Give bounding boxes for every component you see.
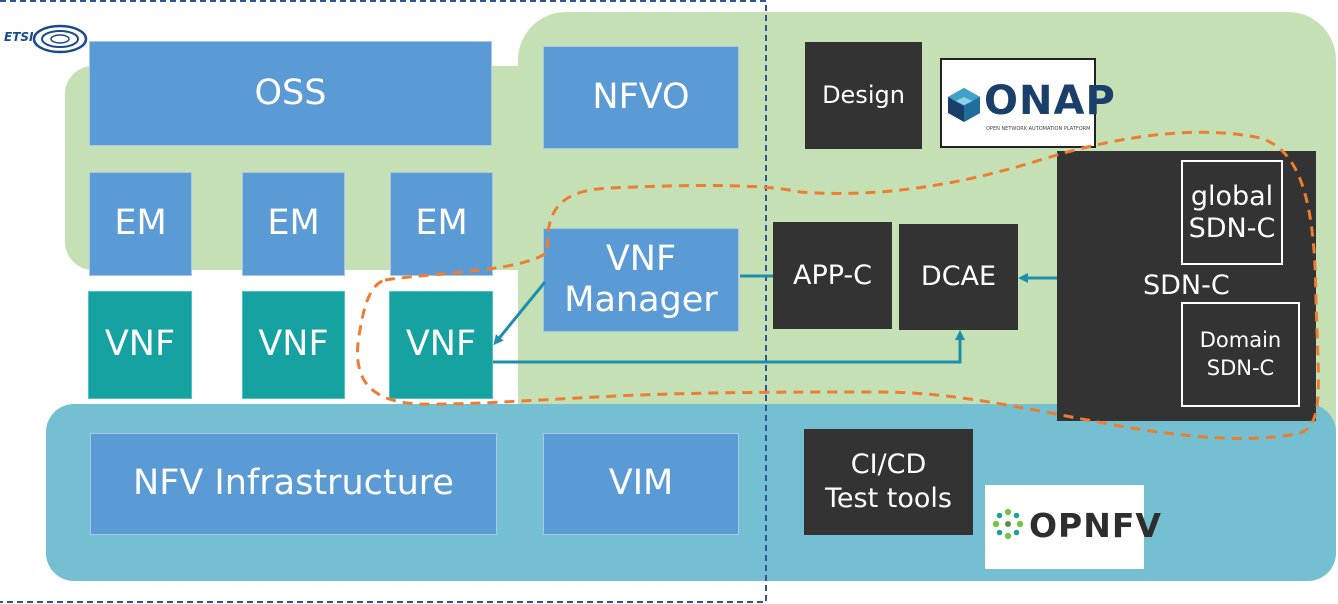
oss-label: OSS [254,72,327,113]
nfv-infrastructure-label: NFV Infrastructure [133,463,454,504]
em-label: EM [114,203,167,244]
opnfv-flower-icon [992,508,1024,540]
vnf-manager-label-line2: Manager [564,280,718,320]
app-c-box: APP-C [773,222,892,329]
oss-box: OSS [89,41,492,146]
vnf-label: VNF [405,324,477,365]
domain-sdn-c-label-line2: SDN-C [1206,355,1275,380]
etsi-dashed-border [0,0,767,603]
vim-label: VIM [608,463,674,504]
em-box-2: EM [242,172,345,276]
em-label: EM [415,203,468,244]
sdn-c-box: SDN-C global SDN-C Domain SDN-C [1057,151,1316,421]
nfvo-box: NFVO [543,46,739,149]
nfv-infrastructure-box: NFV Infrastructure [90,433,497,535]
nfvo-label: NFVO [592,76,690,117]
domain-sdn-c-box: Domain SDN-C [1181,302,1300,407]
onap-tagline: OPEN NETWORK AUTOMATION PLATFORM [986,126,1091,132]
em-box-1: EM [89,172,192,276]
dcae-label: DCAE [920,261,997,293]
onap-logo: ONAP OPEN NETWORK AUTOMATION PLATFORM [940,58,1115,148]
etsi-logo: ETSI [4,22,90,56]
sdn-c-label: SDN-C [1143,270,1230,301]
domain-sdn-c-label-line1: Domain [1199,328,1282,353]
global-sdn-c-label-line2: SDN-C [1188,212,1276,244]
opnfv-logo: OPNFV [985,485,1161,569]
dcae-box: DCAE [899,224,1018,330]
em-label: EM [267,203,320,244]
opnfv-name: OPNFV [1029,506,1162,545]
onap-scope-dashed-outline [356,130,1320,440]
onap-cube-icon [948,88,980,122]
vnf-label: VNF [258,324,329,365]
vnf-box-2: VNF [242,291,345,399]
cicd-label-line1: CI/CD [850,449,927,481]
vim-box: VIM [543,433,739,535]
global-sdn-c-label-line1: global [1190,180,1274,212]
cicd-label-line2: Test tools [825,483,952,514]
vnfm-to-vnf-arrow [493,281,547,346]
vnf-to-dcae-arrow [493,330,965,364]
cicd-box: CI/CD Test tools [804,429,973,535]
design-box: Design [805,42,922,149]
app-c-label: APP-C [792,259,873,291]
vnf-box-1: VNF [88,291,192,399]
vnf-manager-box: VNF Manager [543,228,739,332]
global-sdn-c-box: global SDN-C [1181,160,1283,265]
vnf-box-3: VNF [389,291,493,399]
design-label: Design [822,81,905,110]
em-box-3: EM [390,172,493,276]
etsi-label: ETSI [4,30,34,44]
onap-name: ONAP [984,78,1116,124]
vnf-label: VNF [104,324,176,365]
etsi-globe-icon [32,24,88,54]
vnf-manager-label-line1: VNF [605,238,677,279]
